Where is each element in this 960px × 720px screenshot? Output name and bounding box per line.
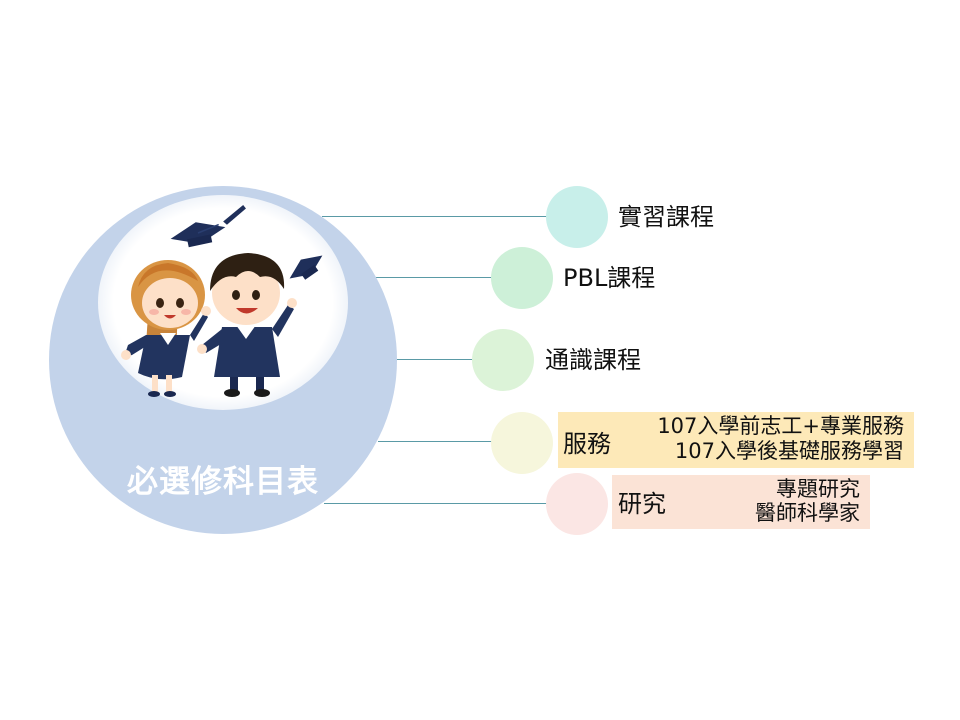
bubble-pbl — [491, 247, 553, 309]
item-label-pbl: PBL課程 — [563, 264, 656, 292]
item-label-general: 通識課程 — [545, 346, 641, 374]
item-label-internship: 實習課程 — [618, 203, 714, 231]
connector-general — [397, 359, 477, 360]
main-title: 必選修科目表 — [127, 464, 319, 500]
bubble-research — [546, 473, 608, 535]
graduation-cap-icon — [170, 204, 246, 248]
item-label-research: 研究 — [618, 490, 666, 518]
bubble-service — [491, 412, 553, 474]
connector-pbl — [376, 277, 496, 278]
service-detail-line-1: 107入學前志工+專業服務 — [657, 414, 904, 438]
girl-graduate-icon — [121, 260, 211, 397]
graduates-illustration — [121, 204, 323, 397]
research-detail-line-1: 專題研究 — [776, 477, 860, 501]
service-detail-line-2: 107入學後基礎服務學習 — [674, 439, 904, 463]
connector-research — [324, 503, 550, 504]
connector-internship — [322, 216, 550, 217]
boy-graduate-icon — [197, 253, 297, 397]
item-label-service: 服務 — [563, 430, 611, 458]
research-detail-box: 專題研究 醫師科學家 — [612, 475, 870, 529]
bubble-general — [472, 329, 534, 391]
bubble-internship — [546, 186, 608, 248]
graduation-cap-icon — [289, 255, 323, 280]
connector-service — [378, 441, 496, 442]
service-detail-box: 107入學前志工+專業服務 107入學後基礎服務學習 — [558, 412, 914, 468]
research-detail-line-2: 醫師科學家 — [755, 501, 860, 525]
